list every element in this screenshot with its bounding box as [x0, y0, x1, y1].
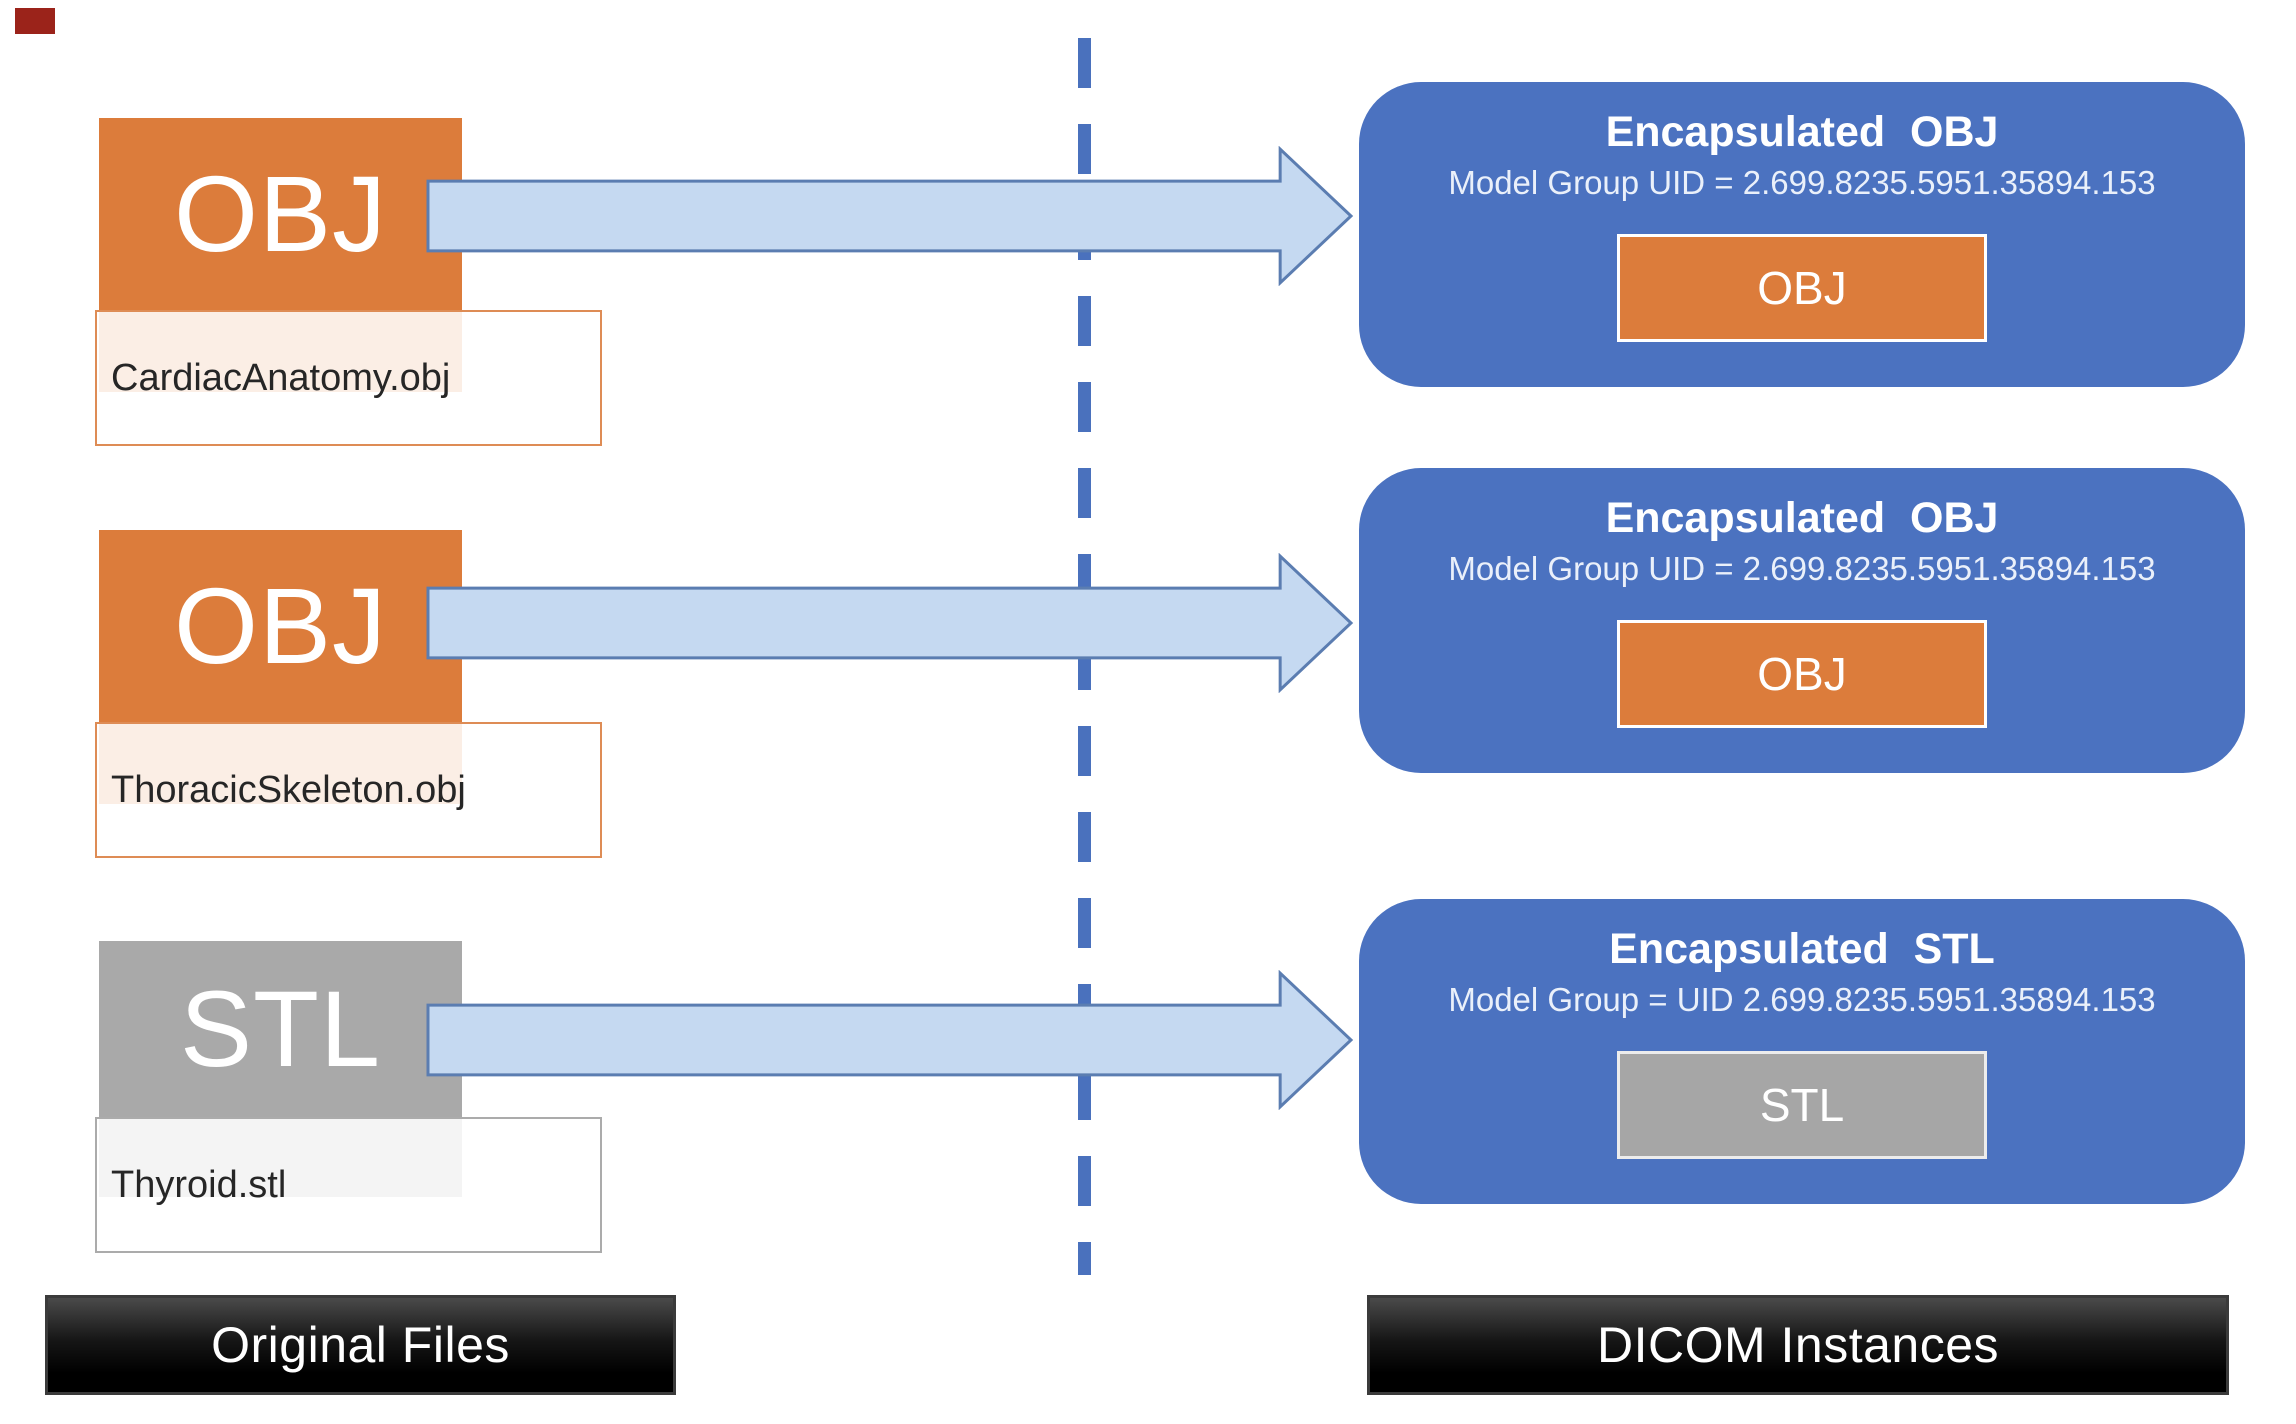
file-name-box: Thyroid.stl [95, 1117, 602, 1253]
right-arrow-icon [426, 146, 1354, 286]
model-group-uid: Model Group UID = 2.699.8235.5951.35894.… [1448, 550, 2156, 588]
red-corner-marker [15, 8, 55, 34]
file-type-label: STL [179, 968, 382, 1089]
encapsulated-obj-card: Encapsulated OBJ Model Group UID = 2.699… [1359, 468, 2245, 773]
stl-chip: STL [1617, 1050, 1987, 1159]
banner-label: Original Files [211, 1317, 510, 1373]
card-title: Encapsulated OBJ [1605, 108, 1999, 156]
file-name-box: ThoracicSkeleton.obj [95, 722, 602, 858]
obj-chip: OBJ [1617, 233, 1987, 342]
model-group-uid: Model Group = UID 2.699.8235.5951.35894.… [1448, 981, 2156, 1019]
model-group-uid: Model Group UID = 2.699.8235.5951.35894.… [1448, 164, 2156, 202]
file-name-box: CardiacAnatomy.obj [95, 310, 602, 446]
encapsulated-obj-card: Encapsulated OBJ Model Group UID = 2.699… [1359, 82, 2245, 387]
chip-label: STL [1759, 1078, 1845, 1131]
file-name: Thyroid.stl [111, 1163, 287, 1206]
encapsulated-stl-card: Encapsulated STL Model Group = UID 2.699… [1359, 899, 2245, 1204]
file-name: CardiacAnatomy.obj [111, 356, 451, 399]
file-type-label: OBJ [173, 565, 388, 686]
right-arrow-icon [426, 553, 1354, 693]
card-title: Encapsulated STL [1609, 925, 1995, 973]
dicom-instances-banner: DICOM Instances [1367, 1295, 2229, 1395]
file-name: ThoracicSkeleton.obj [111, 768, 466, 811]
original-files-banner: Original Files [45, 1295, 676, 1395]
banner-label: DICOM Instances [1596, 1317, 2000, 1373]
file-type-label: OBJ [173, 153, 388, 274]
chip-label: OBJ [1757, 647, 1847, 700]
chip-label: OBJ [1757, 261, 1847, 314]
card-title: Encapsulated OBJ [1605, 494, 1999, 542]
right-arrow-icon [426, 970, 1354, 1110]
obj-chip: OBJ [1617, 619, 1987, 728]
